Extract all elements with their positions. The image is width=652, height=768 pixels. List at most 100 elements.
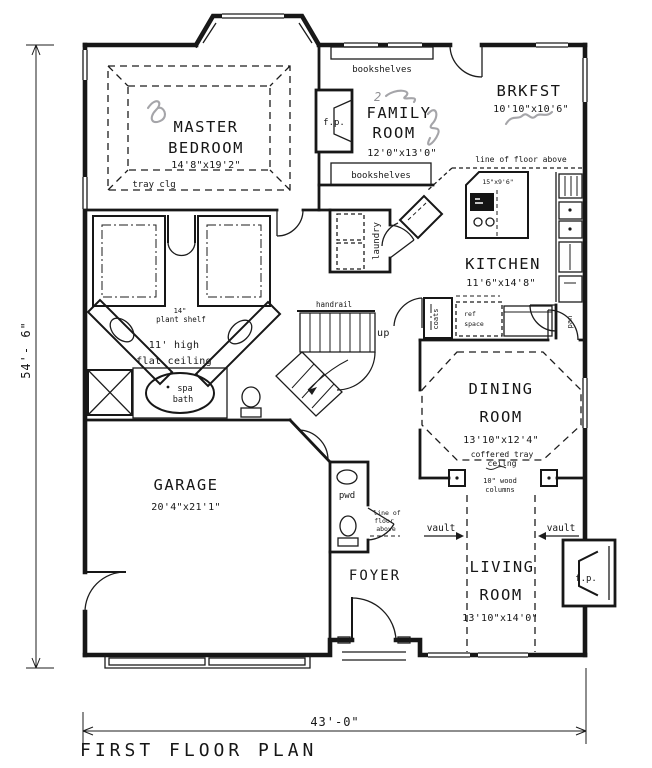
master-bath: 14" plant shelf 11' high flat ceiling sp…	[83, 215, 332, 464]
toilet-icon	[240, 386, 262, 418]
fireplace-living: f.p.	[561, 538, 617, 608]
room-label-family-line1: FAMILY	[367, 104, 432, 122]
dimension-left: 54'- 6"	[19, 44, 54, 669]
handwritten-scribble	[146, 100, 166, 124]
dining-ceiling-octagon	[421, 351, 582, 461]
walk-in-closet-right	[197, 215, 271, 307]
vault-dashed-lines	[466, 495, 536, 652]
kitchen: line of floor above 15"x9'6" pan KITCHEN	[393, 153, 587, 342]
floor-above-foyer-2: floor	[374, 517, 394, 525]
dining-room: DINING ROOM 13'10"x12'4" coffered tray c…	[418, 338, 587, 494]
plant-shelf-label-2: plant shelf	[156, 315, 206, 324]
vault-label-left: vault	[427, 523, 456, 534]
room-label-garage: GARAGE	[154, 476, 219, 494]
window	[81, 177, 89, 209]
room-label-foyer: FOYER	[349, 568, 401, 584]
dimension-bottom: 43'-0"	[82, 668, 587, 744]
laundry-room: laundry	[328, 208, 415, 274]
island-size-label: 15"x9'6"	[482, 178, 513, 186]
wood-column	[448, 469, 466, 487]
room-dims-breakfast: 10'10"x10'6"	[493, 104, 569, 115]
fireplace-family-label: f.p.	[323, 118, 345, 128]
window	[581, 378, 589, 428]
hall-garage-door	[297, 429, 332, 642]
bookshelves-bottom-label: bookshelves	[351, 171, 411, 181]
breakfast-room: BRKFST 10'10"x10'6"	[493, 82, 569, 126]
door-arc	[276, 209, 304, 237]
angled-closet	[381, 194, 444, 247]
overall-height-dim: 54'- 6"	[19, 321, 33, 379]
dryer-icon	[336, 242, 365, 270]
bookshelves-top: bookshelves	[330, 46, 434, 75]
garage-door	[104, 655, 311, 669]
fireplace-living-label: f.p.	[575, 574, 597, 584]
powder-room: pwd line of floor above	[328, 460, 401, 554]
powder-label: pwd	[339, 491, 355, 501]
plant-shelf-label-1: 14"	[174, 307, 187, 315]
family-room: f.p. bookshelves bookshelves 2 FAMILY RO…	[314, 43, 483, 212]
wood-column	[540, 469, 558, 487]
door-arc	[393, 297, 423, 328]
window	[81, 50, 89, 80]
ref-label-1: ref	[464, 310, 476, 318]
plant-shelf-arch: 14" plant shelf	[156, 215, 206, 324]
room-dims-kitchen: 11'6"x14'8"	[466, 278, 536, 289]
room-dims-dining: 13'10"x12'4"	[463, 435, 539, 446]
plan-title: FIRST FLOOR PLAN	[80, 740, 317, 761]
room-label-dining-line2: ROOM	[479, 408, 522, 426]
door-arc	[367, 507, 395, 541]
window	[388, 41, 422, 49]
laundry-label: laundry	[372, 221, 382, 260]
stairs-up-label: up	[377, 328, 390, 339]
kitchen-counter-right	[555, 172, 583, 303]
door-arc	[547, 309, 579, 341]
window-bay	[222, 12, 284, 20]
room-label-family-line2: ROOM	[372, 124, 415, 142]
dining-note-1: coffered tray	[471, 450, 534, 459]
spa-tub: spa bath	[132, 367, 228, 419]
window-bay	[197, 19, 217, 44]
pantry-label: pan	[566, 316, 574, 329]
ceiling-note-2: flat ceiling	[136, 356, 212, 367]
columns-label-2: columns	[485, 486, 515, 494]
ceiling-note-1: 11' high	[149, 340, 200, 351]
spa-label-1: spa	[177, 384, 192, 394]
toilet-icon	[337, 515, 359, 547]
handrail-label: handrail	[316, 300, 352, 309]
handwritten-scribble	[384, 89, 417, 104]
window	[536, 41, 568, 49]
door-arc	[449, 44, 483, 78]
overall-width-dim: 43'-0"	[310, 715, 359, 729]
columns-label-1: 10" wood	[483, 477, 517, 485]
room-dims-family: 12'0"x13'0"	[367, 148, 437, 159]
master-bedroom: tray clg MASTER BEDROOM 14'8"x19'2"	[83, 65, 332, 237]
room-label-master-line1: MASTER	[174, 118, 239, 136]
window	[478, 651, 528, 659]
room-label-breakfast: BRKFST	[497, 82, 562, 100]
handwritten-number: 2	[374, 90, 381, 104]
ref-label-2: space	[464, 320, 484, 328]
handwritten-scribble	[426, 109, 440, 146]
vanity-left	[86, 298, 174, 386]
foyer: FOYER	[337, 568, 411, 661]
room-label-living-line1: LIVING	[470, 558, 535, 576]
bookshelves-top-label: bookshelves	[352, 65, 412, 75]
spa-label-2: bath	[173, 395, 193, 405]
kitchen-island: 15"x9'6"	[465, 171, 529, 239]
tray-ceiling-dashed	[107, 65, 291, 191]
window-bay	[298, 19, 318, 44]
coats-closet: coats	[423, 297, 453, 339]
stairs: handrail up	[275, 300, 390, 417]
door-arc	[389, 224, 415, 259]
room-label-living-line2: ROOM	[479, 586, 522, 604]
room-dims-garage: 20'4"x21'1"	[151, 502, 221, 513]
floor-above-foyer-3: above	[376, 525, 396, 533]
handwritten-scribble	[504, 110, 554, 126]
room-dims-living: 13'10"x14'0"	[462, 613, 538, 624]
bookshelves-bottom: bookshelves	[317, 162, 435, 187]
sink-icon	[336, 469, 358, 485]
front-door	[337, 597, 411, 661]
window	[581, 58, 589, 102]
